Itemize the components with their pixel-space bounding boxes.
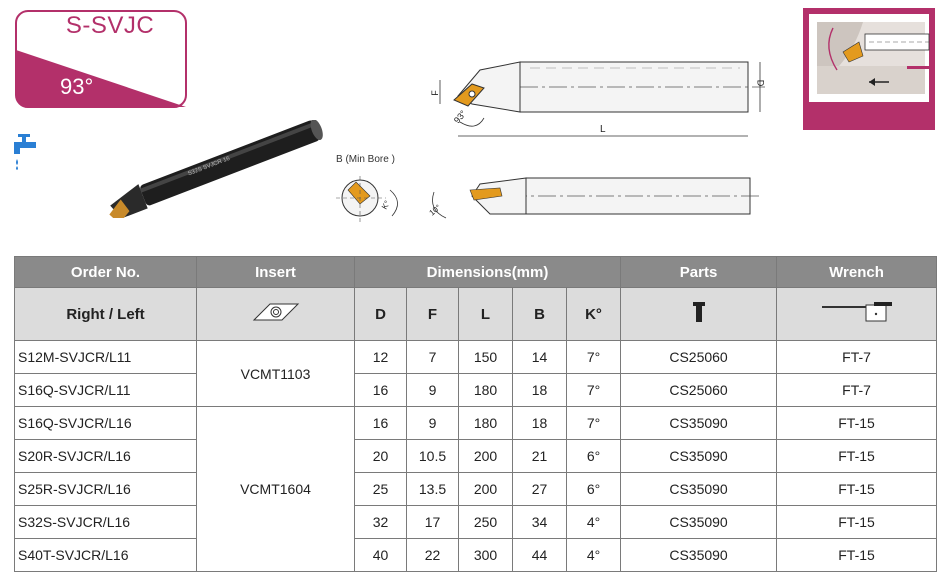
parts-cell: CS35090 [620,439,778,473]
l-cell: 250 [458,505,513,539]
order-cell: S16Q-SVJCR/L11 [14,373,197,407]
order-cell: S40T-SVJCR/L16 [14,538,197,572]
wrench-header-cell [776,287,938,341]
wrench-cell: FT-15 [776,406,938,440]
parts-cell: CS25060 [620,340,778,374]
table-row: S12M-SVJCR/L11 VCMT1103 12 7 150 14 7° C… [14,340,938,407]
l-cell: 200 [458,439,513,473]
wrench-cell: FT-15 [776,472,938,506]
b-cell: 14 [512,340,567,374]
subheader-L: L [458,287,513,341]
application-illustration [803,8,935,130]
tool-top-view-drawing: 93° [439,61,765,137]
table-row: S25R-SVJCR/L16 25 13.5 200 27 6° CS35090… [14,472,938,506]
b-cell: 44 [512,538,567,572]
dim-L-label: L [600,124,606,135]
relief-angle-label: 10° [428,203,443,218]
badge-angle: 93° [60,74,94,99]
k-cell: 4° [565,505,622,539]
b-cell: 21 [512,439,567,473]
k-cell: 6° [565,472,622,506]
coolant-tap-icon [14,134,36,170]
insert-cell: VCMT1103 [196,340,355,407]
order-cell: S25R-SVJCR/L16 [14,472,197,506]
parts-cell: CS35090 [620,406,778,440]
table-row: S40T-SVJCR/L16 40 22 300 44 4° CS35090 F… [14,538,938,572]
order-cell: S20R-SVJCR/L16 [14,439,197,473]
wrench-cell: FT-15 [776,505,938,539]
table-row: S16Q-SVJCR/L16 VCMT1604 16 9 180 18 7° C… [14,406,938,572]
d-cell: 12 [354,340,407,374]
screw-icon [692,302,705,322]
parts-cell: CS35090 [620,472,778,506]
k-cell: 4° [565,538,622,572]
parts-header-cell [620,287,778,341]
parts-cell: CS35090 [620,505,778,539]
d-cell: 25 [354,472,407,506]
header-wrench: Wrench [776,256,938,288]
wrench-cell: FT-7 [776,373,938,407]
spec-table: Order No. Insert Dimensions(mm) Parts Wr… [14,256,938,572]
k-cell: 6° [565,439,622,473]
d-cell: 16 [354,373,407,407]
b-cell: 27 [512,472,567,506]
insert-shape-header [196,287,355,341]
tool-holder-photo: S32S SVJCR 16 [109,120,323,218]
wrench-cell: FT-7 [776,340,938,374]
k-cell: 7° [565,340,622,374]
dim-D-label: D [755,79,766,87]
rhombic-insert-icon [252,303,299,321]
badge-title: S-SVJC [65,12,155,39]
subheader-D: D [354,287,407,341]
type-badge [15,10,187,108]
b-cell: 18 [512,406,567,440]
header-parts: Parts [620,256,778,288]
l-cell: 180 [458,406,513,440]
l-cell: 150 [458,340,513,374]
b-cell: 18 [512,373,567,407]
f-cell: 17 [406,505,459,539]
f-cell: 7 [406,340,459,374]
f-cell: 10.5 [406,439,459,473]
f-cell: 9 [406,373,459,407]
subheader-K: K° [565,287,622,341]
tool-side-view-drawing: K° 10° [336,176,760,222]
f-cell: 9 [406,406,459,440]
insert-cell: VCMT1604 [196,406,355,572]
order-cell: S12M-SVJCR/L11 [14,340,197,374]
wrench-cell: FT-15 [776,439,938,473]
dim-F-label: F [429,90,440,96]
d-cell: 20 [354,439,407,473]
parts-cell: CS35090 [620,538,778,572]
f-cell: 13.5 [406,472,459,506]
l-cell: 180 [458,373,513,407]
d-cell: 16 [354,406,407,440]
f-cell: 22 [406,538,459,572]
wrench-cell: FT-15 [776,538,938,572]
torx-wrench-icon [821,302,892,322]
table-row: S20R-SVJCR/L16 20 10.5 200 21 6° CS35090… [14,439,938,473]
parts-cell: CS25060 [620,373,778,407]
header-insert: Insert [196,256,355,288]
header-dimensions: Dimensions(mm) [353,256,622,288]
table-row: S32S-SVJCR/L16 32 17 250 34 4° CS35090 F… [14,505,938,539]
table-row: S16Q-SVJCR/L11 16 9 180 18 7° CS25060 FT… [14,373,938,407]
order-cell: S16Q-SVJCR/L16 [14,406,197,440]
subheader-right-left: Right / Left [14,287,197,341]
kappa-label: K° [380,199,392,211]
l-cell: 300 [458,538,513,572]
d-cell: 40 [354,538,407,572]
k-cell: 7° [565,373,622,407]
k-cell: 7° [565,406,622,440]
angle-93-label: 93° [452,108,469,125]
d-cell: 32 [354,505,407,539]
b-cell: 34 [512,505,567,539]
order-cell: S32S-SVJCR/L16 [14,505,197,539]
subheader-F: F [406,287,459,341]
min-bore-label: B (Min Bore ) [336,154,395,165]
header-order-no: Order No. [14,256,197,288]
subheader-B: B [512,287,567,341]
l-cell: 200 [458,472,513,506]
